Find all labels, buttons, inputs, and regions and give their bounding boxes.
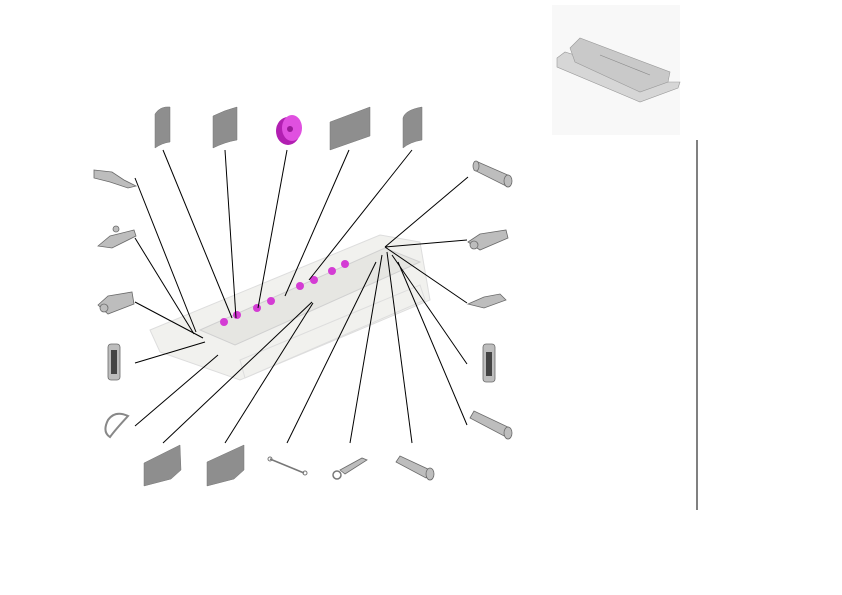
ring-terminal[interactable] xyxy=(332,457,368,480)
top-plate-5[interactable] xyxy=(402,106,423,149)
assembled-unit-thumbnail xyxy=(552,5,681,135)
left-clip[interactable] xyxy=(93,169,138,189)
leader-lines xyxy=(134,149,469,444)
top-plate-4[interactable] xyxy=(329,106,371,151)
ring[interactable] xyxy=(104,412,130,439)
left-hinge-bracket-2[interactable] xyxy=(97,291,135,315)
left-hinge-bracket[interactable] xyxy=(97,225,137,249)
right-hinge-bracket-2[interactable] xyxy=(466,293,507,309)
rod[interactable] xyxy=(267,456,308,476)
right-link[interactable] xyxy=(482,343,496,383)
bottom-plate-2[interactable] xyxy=(206,444,245,487)
right-hinge-bracket[interactable] xyxy=(467,229,509,251)
right-cylinder-2[interactable] xyxy=(469,410,513,440)
magenta-rollers xyxy=(220,260,349,326)
left-link[interactable] xyxy=(107,343,121,381)
top-plate-1[interactable] xyxy=(154,106,171,149)
right-cylinder-1[interactable] xyxy=(472,160,513,188)
top-plate-2[interactable] xyxy=(212,106,238,149)
main-assembly xyxy=(149,234,431,381)
bottom-plate-1[interactable] xyxy=(143,444,182,487)
roller-wheel[interactable] xyxy=(276,115,302,145)
pin[interactable] xyxy=(395,455,435,481)
